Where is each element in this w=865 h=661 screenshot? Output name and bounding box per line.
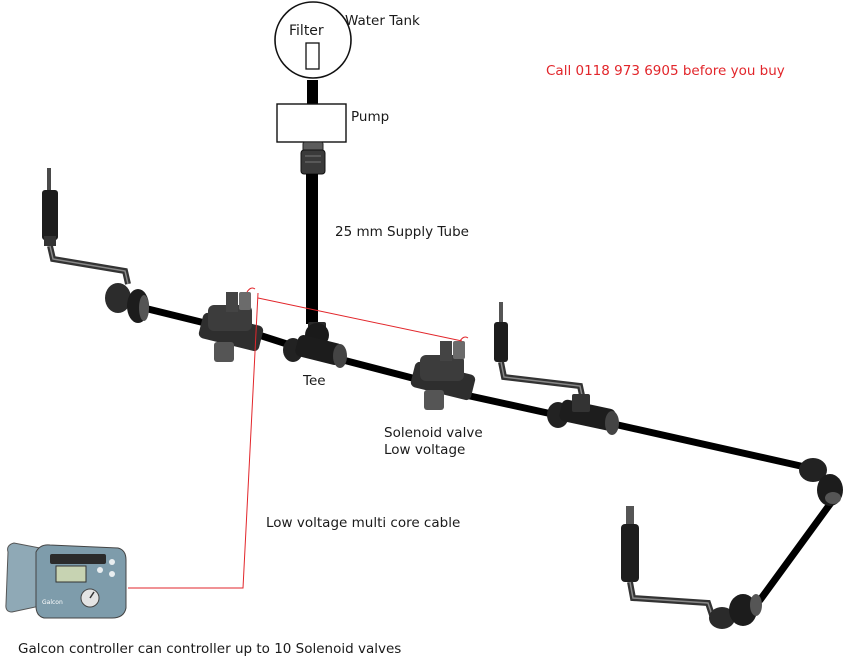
water-tank (274, 1, 352, 79)
sprinkler-left (42, 168, 131, 285)
water-tank-label: Water Tank (345, 13, 420, 29)
sprinkler-bottom (621, 506, 715, 616)
elbow-right (799, 458, 843, 506)
solenoid-valve-2 (410, 336, 476, 410)
multi-core-cable (128, 292, 463, 589)
solenoid-label-line1: Solenoid valve (384, 425, 483, 441)
tee-label: Tee (303, 373, 326, 389)
tank-outlet-pipe (307, 80, 318, 104)
solenoid-label-line2: Low voltage (384, 442, 466, 458)
filter-label: Filter (289, 23, 324, 39)
pump-outlet-fitting (300, 141, 326, 175)
elbow-left (105, 283, 149, 323)
call-label: Call 0118 973 6905 before you buy (546, 63, 785, 79)
main-pipe (144, 305, 837, 604)
solenoid-valve-1 (198, 287, 264, 362)
supply-tube-label: 25 mm Supply Tube (335, 224, 469, 240)
controller-label: Galcon controller can controller up to 1… (18, 641, 402, 657)
supply-tube (306, 174, 318, 324)
pump-label: Pump (351, 109, 390, 125)
elbow-bottom (709, 594, 762, 629)
controller-brand-text: Galcon (42, 599, 63, 606)
filter-cartridge (305, 42, 320, 70)
galcon-controller: Galcon (5, 542, 127, 619)
sprinkler-middle (494, 302, 586, 401)
cable-label: Low voltage multi core cable (266, 515, 461, 531)
tee-fitting-2 (547, 394, 619, 435)
pump-box (276, 103, 347, 143)
tee-fitting (283, 322, 347, 368)
